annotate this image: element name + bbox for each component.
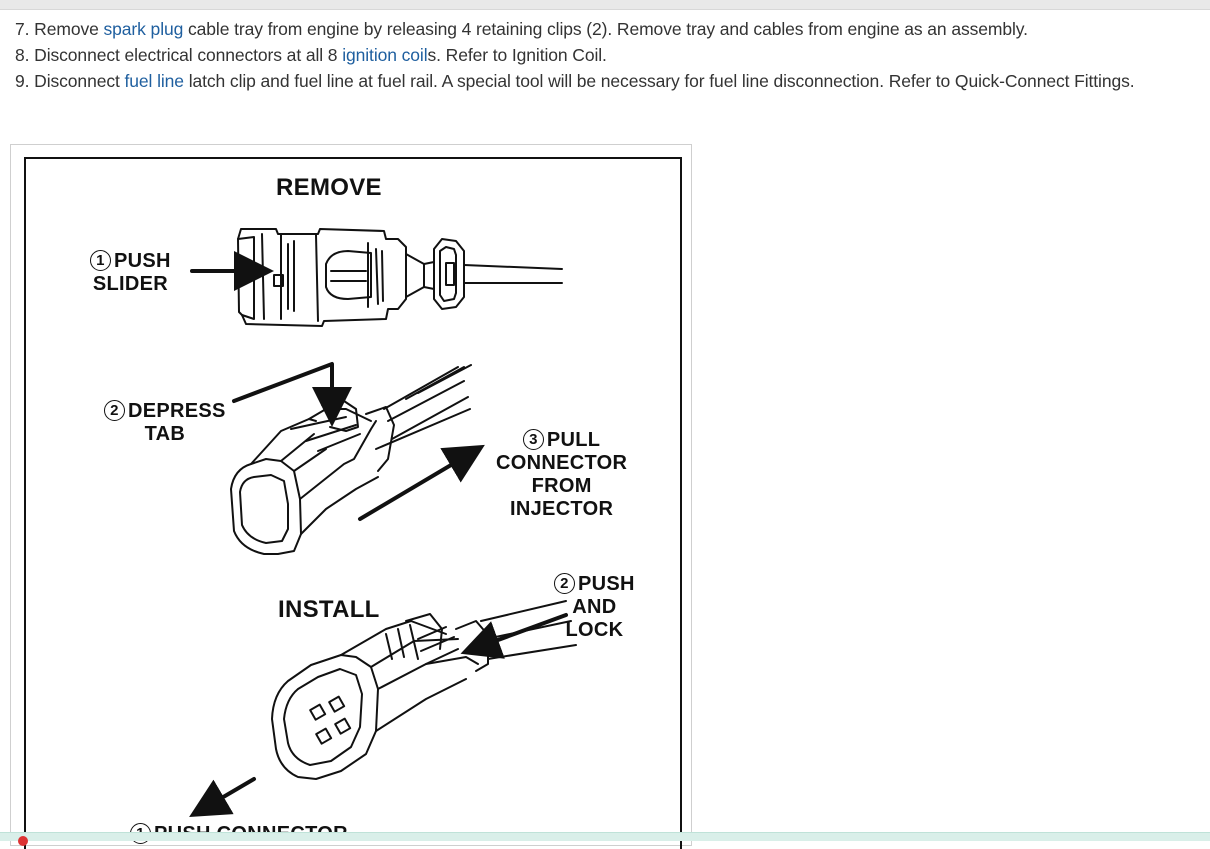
callout-text: PUSH	[114, 250, 171, 272]
callout-text: AND	[572, 596, 617, 618]
fuel-line-link[interactable]: fuel line	[124, 71, 185, 91]
step-text: Disconnect	[34, 71, 125, 91]
top-connector-drawing	[190, 228, 563, 327]
step-number: 8.	[15, 45, 30, 65]
step-number-badge: 3	[522, 429, 544, 450]
step-item: 7. Remove spark plug cable tray from eng…	[15, 16, 1135, 42]
step-item: 9. Disconnect fuel line latch clip and f…	[15, 68, 1135, 94]
spark-plug-link[interactable]: spark plug	[103, 19, 184, 39]
status-dot-icon	[18, 836, 28, 846]
remove-heading: REMOVE	[276, 174, 382, 201]
top-toolbar-strip	[0, 0, 1210, 10]
callout-text: SLIDER	[92, 273, 168, 295]
callout-text: LOCK	[565, 619, 624, 641]
step-number: 7.	[15, 19, 30, 39]
step-number: 9.	[15, 71, 30, 91]
middle-connector-drawing	[230, 362, 485, 555]
callout-text: FROM	[531, 475, 592, 497]
callout-text: PULL	[546, 429, 601, 451]
step-item: 8. Disconnect electrical connectors at a…	[15, 42, 1135, 68]
callout-text: DEPRESS	[128, 400, 226, 422]
install-heading: INSTALL	[278, 596, 380, 623]
callout-text: PUSH	[578, 573, 635, 595]
connector-illustration	[189, 228, 577, 818]
procedure-steps: 7. Remove spark plug cable tray from eng…	[15, 16, 1135, 94]
bottom-connector-drawing	[189, 600, 577, 818]
step-text: cable tray from engine by releasing 4 re…	[183, 19, 1028, 39]
step-number-badge: 2	[104, 400, 125, 421]
step-text: s. Refer to Ignition Coil.	[427, 45, 607, 65]
step-text: latch clip and fuel line at fuel rail. A…	[183, 71, 1135, 91]
step-number-badge: 2	[554, 573, 575, 594]
step-text: Remove	[34, 19, 104, 39]
step-text: Disconnect electrical connectors at all …	[34, 45, 343, 65]
callout-text: TAB	[144, 423, 186, 445]
ignition-coil-link[interactable]: ignition coil	[342, 45, 428, 65]
callout-text: INJECTOR	[510, 498, 614, 520]
callout-text: CONNECTOR	[496, 452, 628, 474]
step-number-badge: 1	[90, 250, 111, 271]
